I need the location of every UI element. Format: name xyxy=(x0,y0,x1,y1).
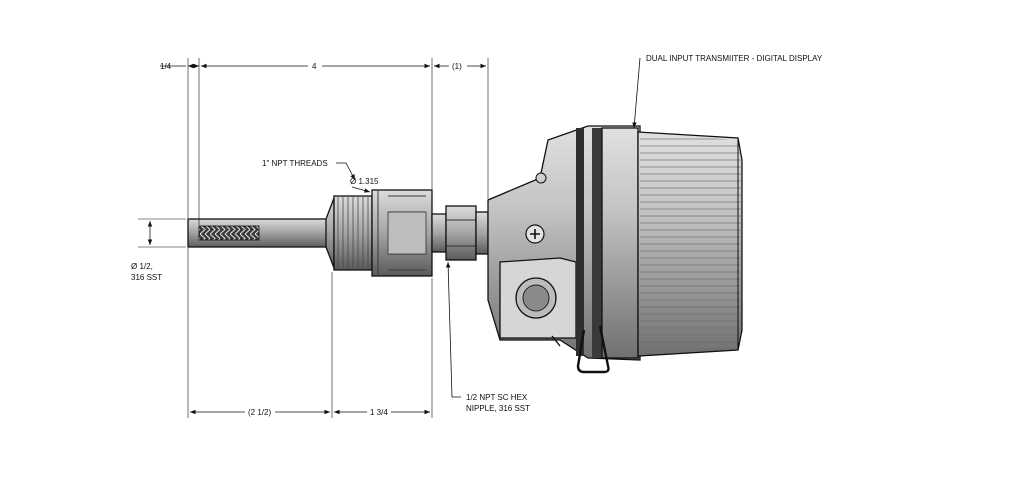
housing-top-screw xyxy=(535,172,547,184)
thread-diameter-label: Ø 1.315 xyxy=(350,177,379,186)
probe-material-label: 316 SST xyxy=(131,273,162,282)
thread-length-label-front: 1 3/4 xyxy=(370,408,388,417)
cover-latch-clip xyxy=(576,325,610,374)
large-hex-flats xyxy=(377,190,426,276)
large-hex-face xyxy=(387,211,427,255)
conduit-port-inner xyxy=(522,284,550,312)
transmitter-housing xyxy=(487,125,743,374)
small-hex-flats xyxy=(446,219,476,247)
threads-label: 1" NPT THREADS xyxy=(262,159,328,168)
dim-length-bg xyxy=(308,60,322,72)
probe-diameter-label: Ø 1/2, xyxy=(131,262,153,271)
probe-assembly xyxy=(187,189,489,277)
dim-neck-label-front: (1) xyxy=(452,62,462,71)
nipple-stub xyxy=(475,211,489,255)
transmitter-label: DUAL INPUT TRANSMIITER - DIGITAL DISPLAY xyxy=(646,54,823,63)
probe-taper xyxy=(325,197,335,269)
thread-lines xyxy=(337,197,369,269)
nipple-label-1: 1/2 NPT SC HEX xyxy=(466,393,528,402)
nipple-label-2: NIPPLE, 316 SST xyxy=(466,404,530,413)
thread-length-bg xyxy=(367,406,391,418)
housing-collar xyxy=(601,127,639,359)
dim-neck-bg xyxy=(449,60,467,72)
oring-band-2 xyxy=(592,128,602,358)
small-hex-nipple xyxy=(445,205,477,261)
probe-tail-bg xyxy=(245,406,275,418)
cover-ribs xyxy=(640,134,742,354)
dim-length-label-front: 4 xyxy=(312,62,317,71)
dim-tip-label: 1/4 xyxy=(160,62,172,71)
sensor-tip-hatch xyxy=(198,225,260,241)
probe-tail-label-front: (2 1/2) xyxy=(248,408,271,417)
oring-band-1 xyxy=(576,128,584,356)
hex-neck xyxy=(431,213,447,253)
